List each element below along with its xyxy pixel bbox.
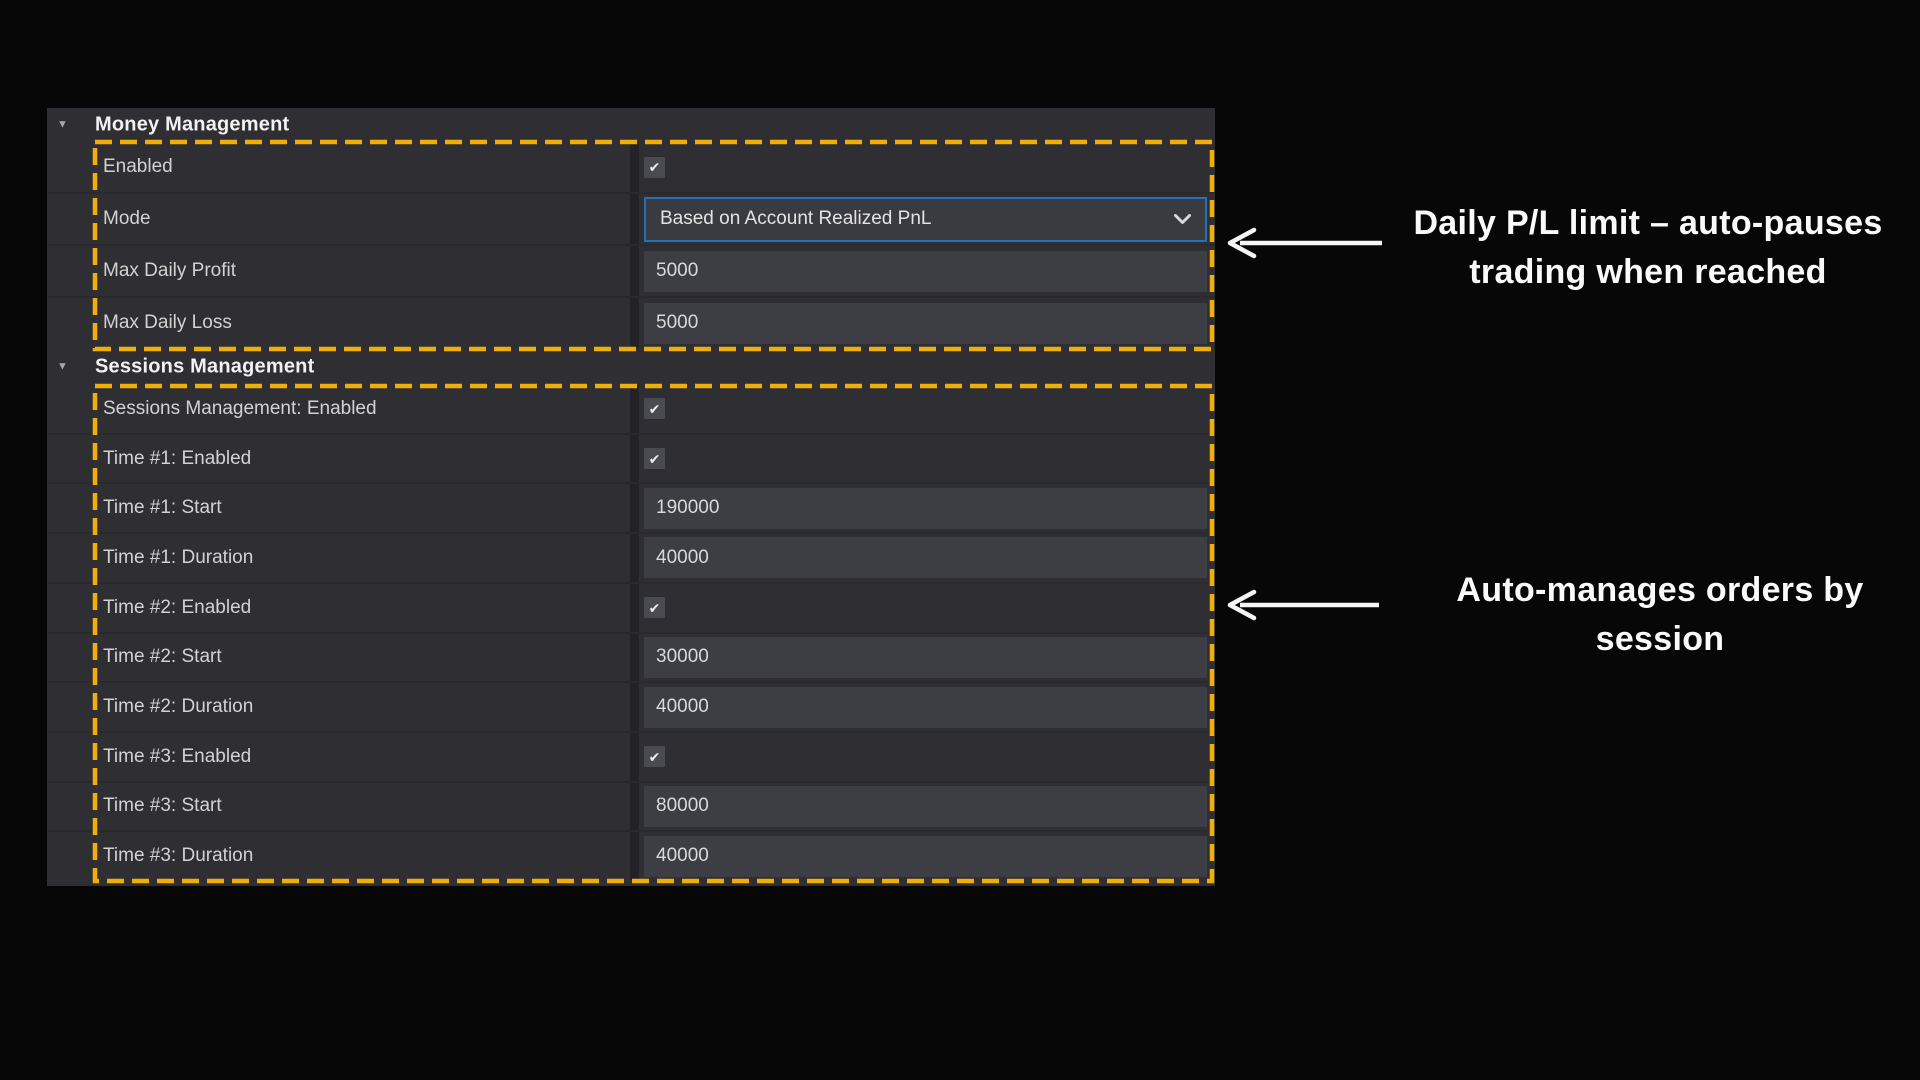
setting-label: Enabled: [103, 156, 173, 177]
left-arrow-icon: [1227, 227, 1382, 259]
setting-label: Max Daily Profit: [103, 260, 237, 281]
table-row: Time #1: Duration: [47, 534, 1215, 584]
annotation-line: Auto-manages orders by: [1456, 571, 1864, 609]
section-header-sessions-management[interactable]: ▼ Sessions Management: [47, 348, 1215, 385]
checkmark-icon: ✔: [648, 159, 661, 175]
table-row: Time #1: Enabled ✔: [47, 435, 1215, 485]
table-row: Time #3: Enabled ✔: [47, 733, 1215, 783]
mode-dropdown[interactable]: Based on Account Realized PnL: [644, 196, 1207, 242]
time-3-duration-input[interactable]: [644, 835, 1207, 877]
checkmark-icon: ✔: [648, 400, 661, 417]
annotation-line: Daily P/L limit – auto-pauses: [1413, 204, 1883, 242]
section-header-money-management[interactable]: ▼ Money Management: [47, 108, 1215, 142]
section-title: Sessions Management: [95, 355, 315, 377]
sessions-management-rows: Sessions Management: Enabled ✔ Time #1: …: [47, 385, 1215, 880]
enabled-checkbox[interactable]: ✔: [644, 156, 665, 178]
checkmark-icon: ✔: [648, 748, 661, 765]
collapse-triangle-icon[interactable]: ▼: [57, 360, 68, 372]
checkmark-icon: ✔: [648, 450, 661, 467]
time-1-enabled-checkbox[interactable]: ✔: [644, 448, 665, 470]
table-row: Time #3: Duration: [47, 832, 1215, 880]
table-row: Time #1: Start: [47, 484, 1215, 535]
setting-label: Time #2: Duration: [103, 696, 254, 718]
time-2-start-input[interactable]: [644, 636, 1207, 678]
table-row: Mode Based on Account Realized PnL: [47, 194, 1215, 246]
collapse-triangle-icon[interactable]: ▼: [57, 118, 68, 131]
table-row: Sessions Management: Enabled ✔: [47, 385, 1215, 435]
setting-label: Time #3: Duration: [103, 845, 254, 867]
left-arrow-icon: [1227, 589, 1379, 621]
table-row: Time #2: Start: [47, 634, 1215, 684]
setting-label: Time #1: Duration: [103, 546, 254, 568]
sessions-management-enabled-checkbox[interactable]: ✔: [644, 398, 665, 420]
setting-label: Time #3: Start: [103, 795, 222, 817]
setting-label: Mode: [103, 208, 151, 229]
time-2-enabled-checkbox[interactable]: ✔: [644, 597, 665, 619]
time-1-start-input[interactable]: [644, 487, 1207, 529]
table-row: Max Daily Profit: [47, 246, 1215, 298]
setting-label: Max Daily Loss: [103, 312, 232, 333]
table-row: Time #2: Duration: [47, 683, 1215, 733]
max-daily-loss-input[interactable]: [644, 302, 1207, 344]
checkmark-icon: ✔: [648, 599, 661, 616]
max-daily-profit-input[interactable]: [644, 250, 1207, 292]
section-title: Money Management: [95, 113, 290, 136]
annotation-daily-pl-limit: Daily P/L limit – auto-pauses trading wh…: [1378, 199, 1918, 297]
time-3-start-input[interactable]: [644, 785, 1207, 827]
time-3-enabled-checkbox[interactable]: ✔: [644, 746, 665, 768]
strategy-settings-panel: ▼ Money Management Enabled ✔ Mode Based …: [47, 108, 1215, 886]
table-row: Max Daily Loss: [47, 298, 1215, 348]
setting-label: Time #1: Start: [103, 497, 222, 519]
setting-label: Time #3: Enabled: [103, 745, 252, 767]
annotation-line: session: [1595, 620, 1725, 658]
time-1-duration-input[interactable]: [644, 537, 1207, 579]
mode-dropdown-value: Based on Account Realized PnL: [660, 208, 932, 229]
table-row: Time #3: Start: [47, 783, 1215, 833]
table-row: Time #2: Enabled ✔: [47, 584, 1215, 634]
setting-label: Time #1: Enabled: [103, 447, 252, 469]
money-management-rows: Enabled ✔ Mode Based on Account Realized…: [47, 142, 1215, 348]
annotation-session-management: Auto-manages orders by session: [1400, 566, 1920, 664]
chevron-down-icon: [1174, 213, 1191, 224]
annotation-line: trading when reached: [1469, 253, 1827, 291]
setting-label: Time #2: Enabled: [103, 596, 252, 618]
table-row: Enabled ✔: [47, 142, 1215, 194]
setting-label: Sessions Management: Enabled: [103, 397, 377, 419]
time-2-duration-input[interactable]: [644, 686, 1207, 728]
setting-label: Time #2: Start: [103, 646, 222, 668]
